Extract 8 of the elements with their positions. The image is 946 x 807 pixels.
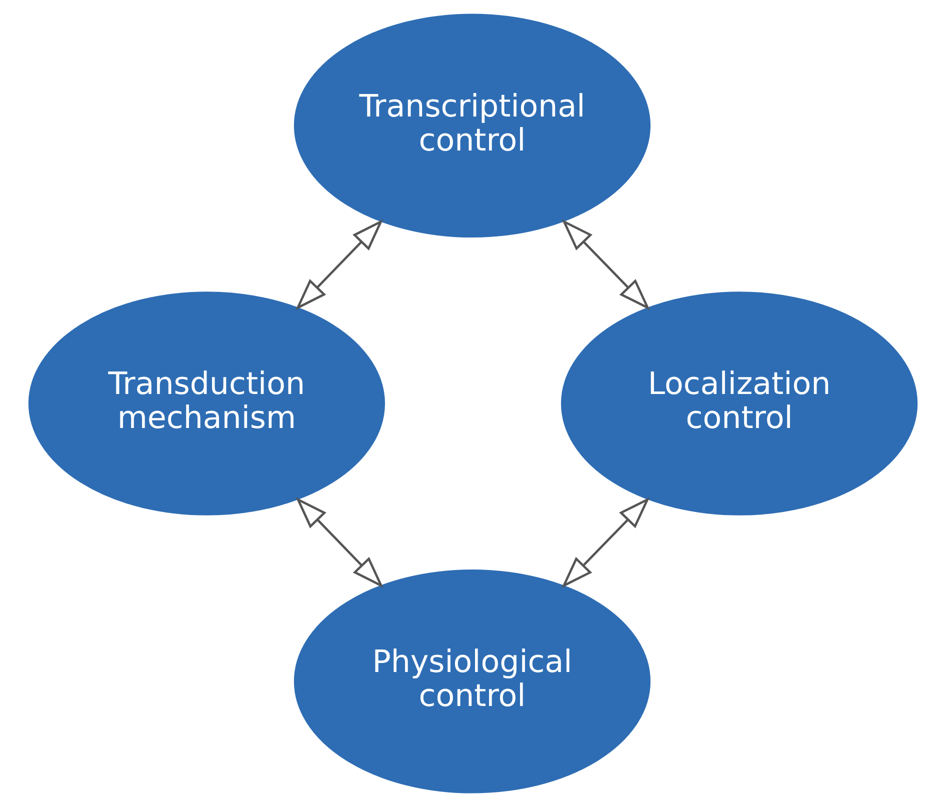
arrow <box>295 219 384 310</box>
node-ellipse: Physiological control <box>294 569 651 794</box>
arrow <box>296 497 384 588</box>
node-ellipse: Transduction mechanism <box>28 292 385 516</box>
arrow <box>561 497 650 588</box>
node-ellipse: Transcriptional control <box>294 14 651 238</box>
arrow <box>562 219 650 310</box>
node-ellipse: Localization control <box>561 292 918 516</box>
